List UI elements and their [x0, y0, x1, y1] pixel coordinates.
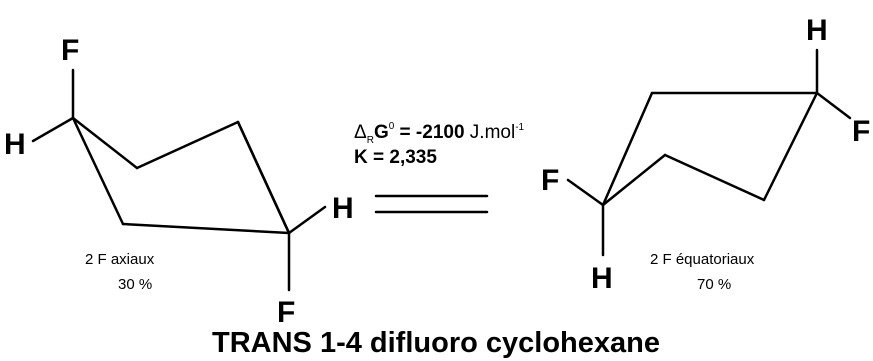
right-conformer-label: 2 F équatoriaux — [650, 251, 755, 268]
left-f-top-atom: F — [61, 34, 79, 67]
right-conformer-percent: 70 % — [697, 276, 731, 293]
left-f-bottom-atom: F — [277, 296, 295, 329]
right-chair-ring — [601, 91, 819, 207]
right-f-right-atom: F — [852, 115, 870, 148]
gibbs-unit: J.mol — [465, 122, 516, 143]
left-substituent-bonds — [31, 68, 327, 292]
left-conformer-label: 2 F axiaux — [85, 251, 155, 268]
right-h-bottom-atom: H — [591, 262, 613, 295]
equilibrium-constant: K = 2,335 — [354, 147, 437, 168]
left-h-right-atom: H — [332, 192, 354, 225]
right-substituent-bonds — [566, 48, 852, 257]
right-f-left-atom: F — [541, 164, 559, 197]
gibbs-value: = -2100 — [394, 122, 464, 143]
equilibrium-arrows — [374, 194, 489, 214]
left-h-left-atom: H — [4, 128, 26, 161]
gibbs-unit-superscript: -1 — [515, 122, 524, 133]
delta-subscript: R — [367, 135, 374, 146]
right-h-top-atom: H — [806, 14, 828, 47]
gibbs-energy-line: ΔRG0 = -2100 J.mol-1 — [354, 121, 525, 146]
left-conformer-percent: 30 % — [118, 276, 152, 293]
g-superscript: 0 — [389, 121, 395, 132]
svg-text:ΔRG0 = -2100 J.mol-1: ΔRG0 = -2100 J.mol-1 — [354, 121, 525, 146]
left-chair-ring — [71, 116, 291, 235]
delta-symbol: Δ — [354, 122, 367, 143]
g-symbol: G — [374, 122, 389, 143]
diagram-title: TRANS 1-4 difluoro cyclohexane — [212, 327, 660, 359]
